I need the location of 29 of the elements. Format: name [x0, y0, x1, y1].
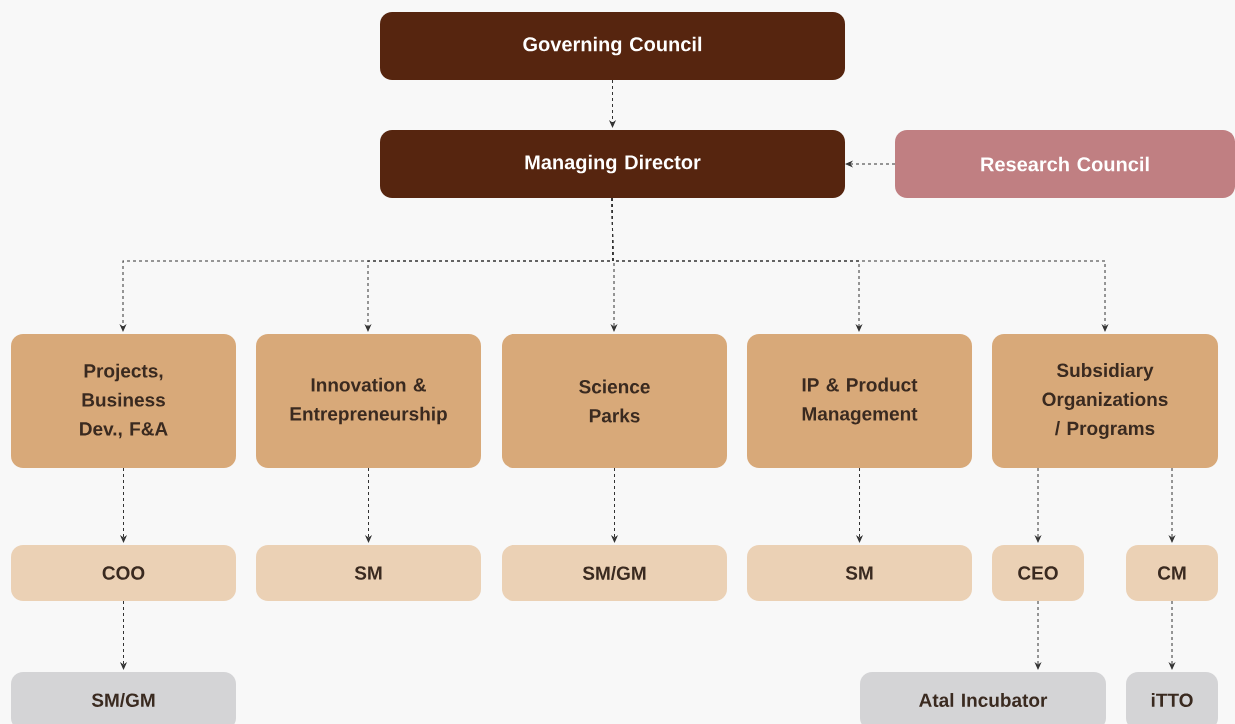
role-box: CM — [1126, 545, 1218, 601]
arrow — [609, 79, 616, 128]
arrow — [856, 467, 863, 543]
arrow — [845, 161, 896, 167]
role-box: SM/GM — [502, 545, 727, 601]
council-box: Research Council — [895, 130, 1235, 198]
council-box: Governing Council — [380, 12, 845, 80]
arrow — [611, 197, 1108, 332]
arrow — [1169, 600, 1175, 670]
department-box: Subsidiary Organizations / Programs — [992, 334, 1218, 468]
department-box: Innovation & Entrepreneurship — [256, 334, 481, 468]
unit-box: Atal Incubator — [860, 672, 1106, 724]
role-box: COO — [11, 545, 236, 601]
department-box: IP & Product Management — [747, 334, 972, 468]
arrow — [1169, 467, 1175, 543]
arrow — [1035, 467, 1041, 543]
arrow — [365, 467, 372, 543]
unit-box: SM/GM — [11, 672, 236, 724]
director-box: Managing Director — [380, 130, 845, 198]
role-box: SM — [747, 545, 972, 601]
role-box: SM — [256, 545, 481, 601]
arrow — [120, 600, 127, 670]
arrow — [1035, 600, 1041, 670]
arrow — [120, 467, 127, 543]
unit-box: iTTO — [1126, 672, 1218, 724]
department-box: Science Parks — [502, 334, 727, 468]
arrow — [611, 467, 618, 543]
role-box: CEO — [992, 545, 1084, 601]
department-box: Projects, Business Dev., F&A — [11, 334, 236, 468]
